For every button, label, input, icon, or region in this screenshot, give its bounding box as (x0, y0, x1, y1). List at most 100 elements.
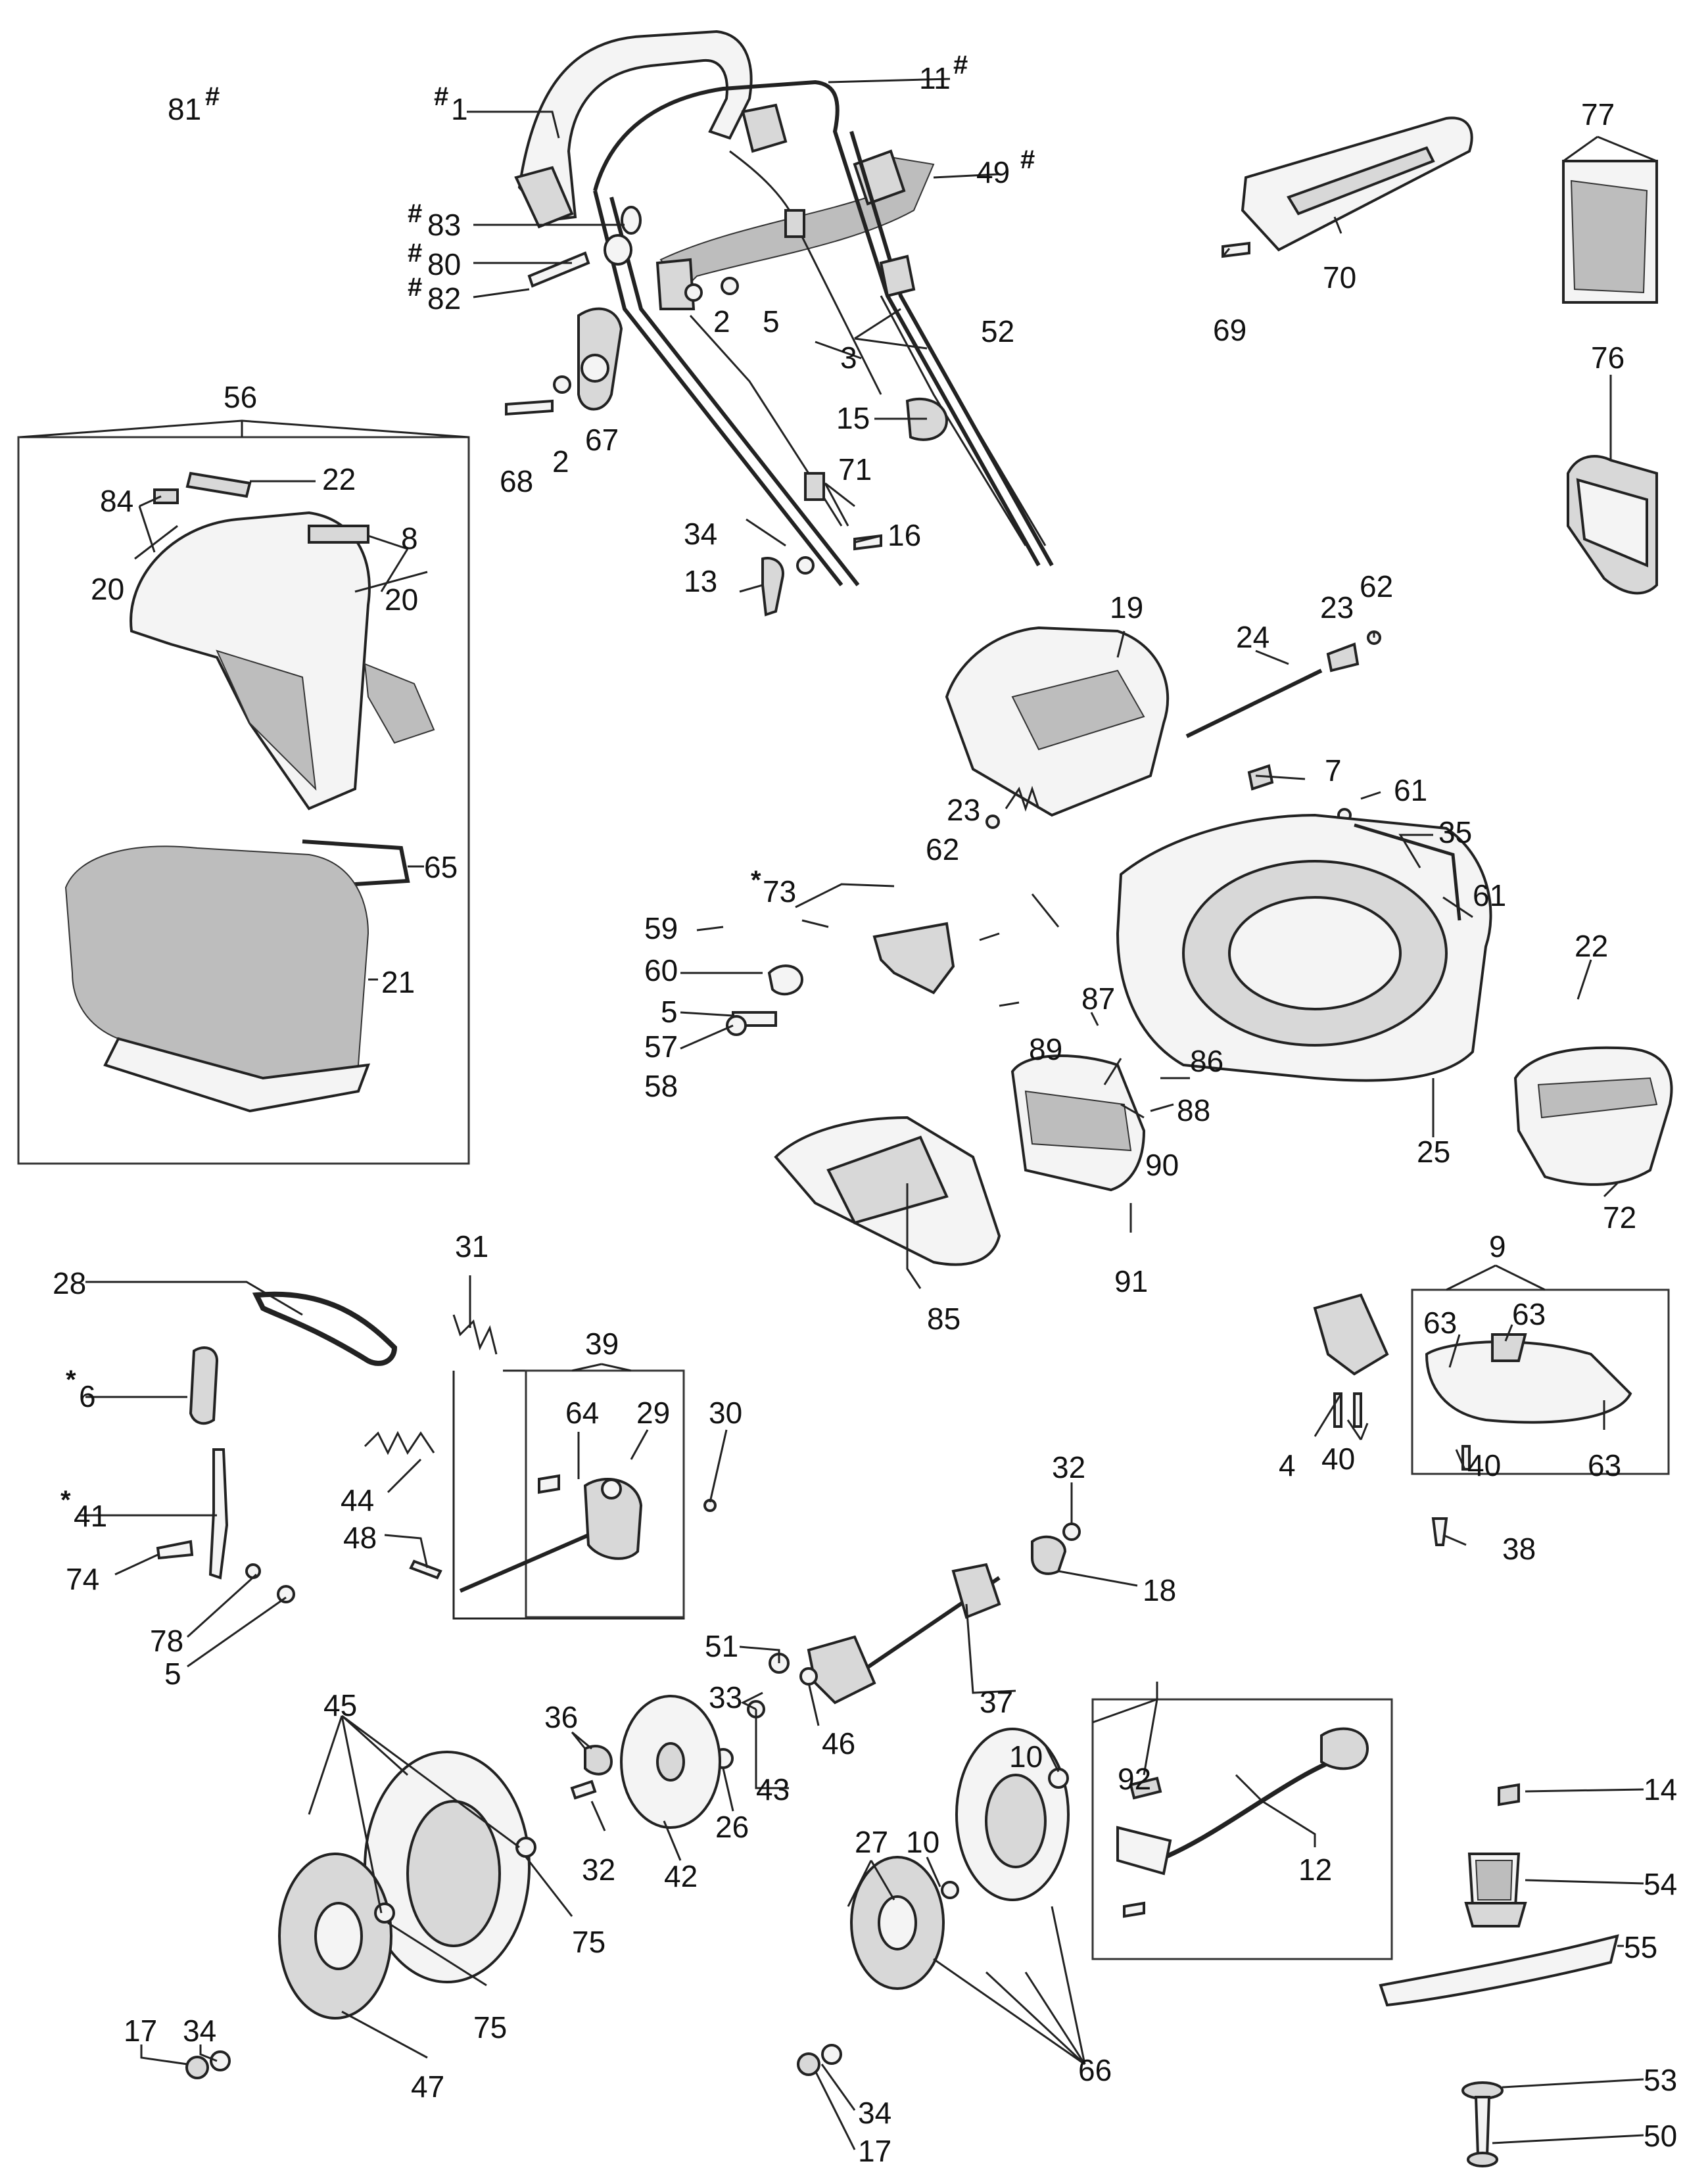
callout-26: 26 (715, 1810, 749, 1844)
callout-5a: 5 (763, 304, 780, 339)
callout-62b: 62 (926, 832, 959, 866)
callout-62a: 62 (1360, 569, 1393, 603)
callout-47: 47 (411, 2069, 444, 2104)
callout-23b: 23 (947, 793, 980, 827)
callout-67: 67 (585, 423, 619, 457)
callout-11-hash: # (953, 51, 968, 80)
callout-34a: 34 (684, 517, 717, 551)
callout-61a: 61 (1394, 773, 1427, 807)
callout-63c: 63 (1588, 1448, 1621, 1482)
callout-39: 39 (585, 1327, 619, 1361)
callout-83-hash: # (408, 199, 422, 228)
callout-22b: 22 (1575, 929, 1608, 963)
callout-73: 73 (763, 874, 796, 909)
callout-80: 80 (427, 247, 461, 281)
grass-bag-frame (17, 436, 470, 1165)
upper-handle (514, 30, 788, 229)
handle-knob (577, 307, 623, 411)
callout-82-hash: # (408, 273, 422, 302)
rear-hub-cap (620, 1695, 721, 1829)
callout-53: 53 (1644, 2063, 1677, 2097)
spring-44 (364, 1430, 435, 1455)
grass-bag-top (130, 471, 435, 811)
callout-34c: 34 (858, 2096, 891, 2130)
callout-50: 50 (1644, 2119, 1677, 2153)
callout-20a: 20 (91, 572, 124, 606)
callout-37: 37 (980, 1685, 1013, 1719)
callout-20b: 20 (385, 582, 418, 617)
callout-14: 14 (1644, 1772, 1677, 1807)
front-wheel (955, 1728, 1070, 1901)
callout-18: 18 (1143, 1573, 1176, 1607)
engine-cover (945, 626, 1170, 817)
callout-1-hash: # (434, 82, 448, 111)
callout-8: 8 (401, 521, 418, 555)
callout-35: 35 (1438, 815, 1472, 849)
callout-69: 69 (1213, 313, 1246, 347)
callout-43: 43 (756, 1772, 790, 1807)
callout-66: 66 (1078, 2053, 1112, 2087)
callout-78: 78 (150, 1624, 183, 1658)
rear-hub (278, 1853, 395, 2020)
height-adjust-kit-frame (1091, 1698, 1393, 1960)
callout-57: 57 (644, 1029, 678, 1064)
callout-2a: 2 (713, 304, 730, 339)
callout-81-hash: # (205, 82, 220, 111)
callout-10b: 10 (906, 1825, 939, 1859)
height-adjust-arm (1116, 1727, 1369, 1918)
callout-10a: 10 (1009, 1739, 1043, 1774)
grass-bag (64, 845, 371, 1113)
callout-65: 65 (424, 850, 458, 884)
callout-23a: 23 (1320, 590, 1354, 625)
front-nut-washer (797, 2044, 842, 2076)
callout-63b: 63 (1512, 1297, 1546, 1331)
callout-41-star: * (60, 1486, 71, 1515)
callout-38: 38 (1502, 1532, 1536, 1566)
callout-2b: 2 (552, 444, 569, 479)
label-kit (1562, 160, 1658, 304)
callout-83: 83 (427, 208, 461, 242)
callout-12: 12 (1298, 1853, 1332, 1887)
deck-bracket (726, 922, 955, 1036)
callout-32a: 32 (1052, 1450, 1085, 1484)
callout-32b: 32 (582, 1853, 615, 1887)
callout-88: 88 (1177, 1093, 1210, 1127)
callout-15: 15 (836, 401, 870, 435)
callout-46: 46 (822, 1726, 855, 1760)
callout-17a: 17 (124, 2014, 157, 2048)
pin-48 (409, 1559, 442, 1580)
callout-90: 90 (1145, 1148, 1179, 1182)
callout-1: 1 (451, 92, 468, 126)
callout-73-star: * (751, 866, 761, 895)
blade-bolt (1461, 2081, 1504, 2167)
callout-7: 7 (1325, 753, 1342, 788)
mulch-plug (1222, 116, 1473, 258)
drive-belt (252, 1291, 398, 1366)
callout-86: 86 (1190, 1044, 1223, 1078)
callout-27: 27 (855, 1825, 888, 1859)
front-hub (850, 1856, 959, 1990)
callout-40b: 40 (1467, 1448, 1501, 1482)
callout-24: 24 (1236, 620, 1269, 654)
mower-deck (1116, 813, 1492, 1082)
callout-87: 87 (1081, 981, 1115, 1016)
callout-36: 36 (544, 1700, 578, 1734)
callout-74: 74 (66, 1562, 99, 1596)
callout-60: 60 (644, 953, 678, 987)
callout-61b: 61 (1473, 878, 1506, 912)
callout-28: 28 (53, 1266, 86, 1300)
gearbox-kit (459, 1474, 717, 1593)
callout-19: 19 (1110, 590, 1143, 625)
callout-40a: 40 (1321, 1442, 1355, 1476)
callout-58: 58 (644, 1069, 678, 1103)
callout-92: 92 (1118, 1762, 1151, 1796)
callout-91: 91 (1114, 1264, 1148, 1298)
blade-adapter-kit (1313, 1293, 1632, 1546)
callout-63a: 63 (1423, 1306, 1457, 1340)
rear-nut-washer (185, 2050, 231, 2079)
callout-68: 68 (500, 464, 533, 498)
cables (689, 150, 1047, 546)
rear-axle-rod (1185, 630, 1381, 738)
callout-70: 70 (1323, 260, 1356, 295)
callout-75b: 75 (473, 2010, 507, 2044)
